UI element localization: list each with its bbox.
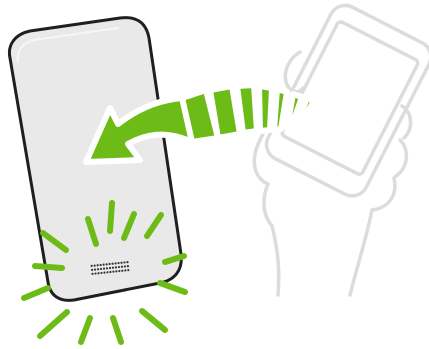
hand-holding-phone-icon [254,0,429,295]
